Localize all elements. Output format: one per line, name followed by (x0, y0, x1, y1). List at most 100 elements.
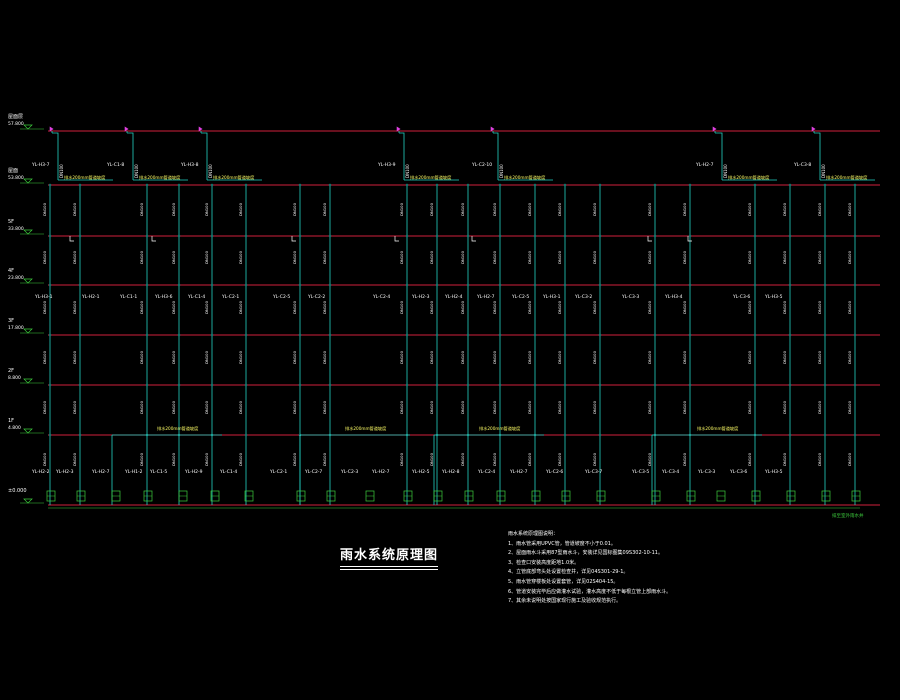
riser-pipe (201, 132, 208, 180)
pipe-joint (563, 283, 567, 287)
riser-label: YL-H3-7 (31, 162, 50, 168)
pipe-size-label: DN100 (460, 400, 465, 414)
pipe-joint (788, 234, 792, 238)
riser-label: YL-H2-7 (509, 469, 528, 475)
pipe-size-label: DN100 (208, 164, 213, 178)
pipe-joint (244, 283, 248, 287)
pipe-size-label: DN100 (238, 400, 243, 414)
pipe-size-label: DN100 (847, 202, 852, 216)
pipe-joint (244, 183, 248, 187)
header-label: 排水200mm管道坡度 (157, 425, 199, 432)
pipe-size-label: DN100 (682, 250, 687, 264)
pipe-size-label: DN100 (492, 350, 497, 364)
pipe-size-label: DN100 (527, 250, 532, 264)
pipe-joint (405, 383, 409, 387)
pipe-size-label: DN100 (557, 202, 562, 216)
pipe-size-label: DN100 (492, 202, 497, 216)
pipe-joint (78, 383, 82, 387)
level-marker (23, 378, 33, 384)
pipe-size-label: DN100 (592, 250, 597, 264)
pipe-joint (298, 234, 302, 238)
riser-label: YL-C3-5 (631, 469, 649, 475)
riser-label: YL-H3-8 (180, 162, 199, 168)
header-label: 排水200mm管道坡度 (697, 425, 739, 432)
pipe-joint (177, 234, 181, 238)
pipe-joint (210, 383, 214, 387)
pipe-joint (466, 383, 470, 387)
pipe-joint (853, 234, 857, 238)
pipe-size-label: DN100 (139, 250, 144, 264)
pipe-joint (244, 234, 248, 238)
riser-label: YL-H2-5 (411, 469, 430, 475)
pipe-joint (823, 234, 827, 238)
pipe-joint (466, 283, 470, 287)
pipe-joint (328, 283, 332, 287)
riser-label: YL-H2-8 (441, 469, 460, 475)
riser-label: YL-H2-7 (91, 469, 110, 475)
pipe-size-label: DN100 (592, 400, 597, 414)
pipe-joint (533, 183, 537, 187)
pipe-joint (853, 433, 857, 437)
level-elevation: 33.800 (8, 226, 24, 232)
pipe-joint (48, 234, 52, 238)
pipe-size-label: DN100 (592, 350, 597, 364)
pipe-size-label: DN100 (72, 202, 77, 216)
level-elevation: 23.800 (8, 275, 24, 281)
riser-label: YL-C2-6 (545, 469, 563, 475)
pipe-size-label: DN100 (429, 350, 434, 364)
pipe-size-label: DN100 (134, 164, 139, 178)
pipe-size-label: DN100 (204, 202, 209, 216)
riser-pipe (715, 132, 723, 180)
riser-label: YL-H1-2 (124, 469, 143, 475)
pipe-joint (298, 183, 302, 187)
pipe-joint (48, 183, 52, 187)
pipe-size-label: DN100 (557, 452, 562, 466)
level-name: 2F (8, 368, 14, 374)
header-label: 排水200mm管道坡度 (345, 425, 387, 432)
header-label: 排水200mm管道坡度 (410, 174, 452, 181)
level-marker (23, 124, 33, 130)
pipe-size-label: DN100 (405, 164, 410, 178)
pipe-size-label: DN100 (647, 250, 652, 264)
pipe-size-label: DN100 (817, 350, 822, 364)
pipe-size-label: DN100 (322, 250, 327, 264)
pipe-size-label: DN100 (399, 400, 404, 414)
pipe-joint (405, 183, 409, 187)
pipe-size-label: DN100 (238, 300, 243, 314)
pipe-size-label: DN100 (72, 350, 77, 364)
level-marker (23, 178, 33, 184)
riser-label: YL-H2-1 (81, 294, 100, 300)
pipe-size-label: DN100 (399, 452, 404, 466)
pipe-joint (688, 283, 692, 287)
pipe-joint (788, 383, 792, 387)
pipe-size-label: DN100 (527, 400, 532, 414)
note-line: 雨水系统原理图说明： (508, 531, 559, 537)
pipe-size-label: DN100 (682, 452, 687, 466)
pipe-joint (145, 383, 149, 387)
canopy-drain-icon (394, 236, 399, 242)
pipe-joint (853, 383, 857, 387)
pipe-joint (466, 183, 470, 187)
canopy-drain-icon (291, 236, 296, 242)
pipe-size-label: DN100 (322, 400, 327, 414)
riser-pipe (127, 132, 134, 180)
pipe-joint (533, 333, 537, 337)
pipe-joint (145, 183, 149, 187)
pipe-joint (78, 283, 82, 287)
pipe-size-label: DN100 (399, 250, 404, 264)
pipe-size-label: DN100 (139, 300, 144, 314)
pipe-size-label: DN100 (847, 452, 852, 466)
riser-pipe (52, 132, 59, 180)
pipe-joint (598, 383, 602, 387)
pipe-joint (328, 383, 332, 387)
pipe-joint (78, 333, 82, 337)
pipe-joint (78, 433, 82, 437)
pipe-joint (563, 433, 567, 437)
pipe-size-label: DN100 (204, 452, 209, 466)
riser-label: YL-H2-4 (444, 294, 463, 300)
pipe-size-label: DN100 (238, 350, 243, 364)
pipe-joint (435, 234, 439, 238)
riser-label: YL-C3-3 (621, 294, 639, 300)
design-notes: 雨水系统原理图说明： 1、雨水管采用UPVC管，管道坡度不小于0.01。 2、屋… (508, 530, 671, 607)
pipe-size-label: DN100 (682, 350, 687, 364)
